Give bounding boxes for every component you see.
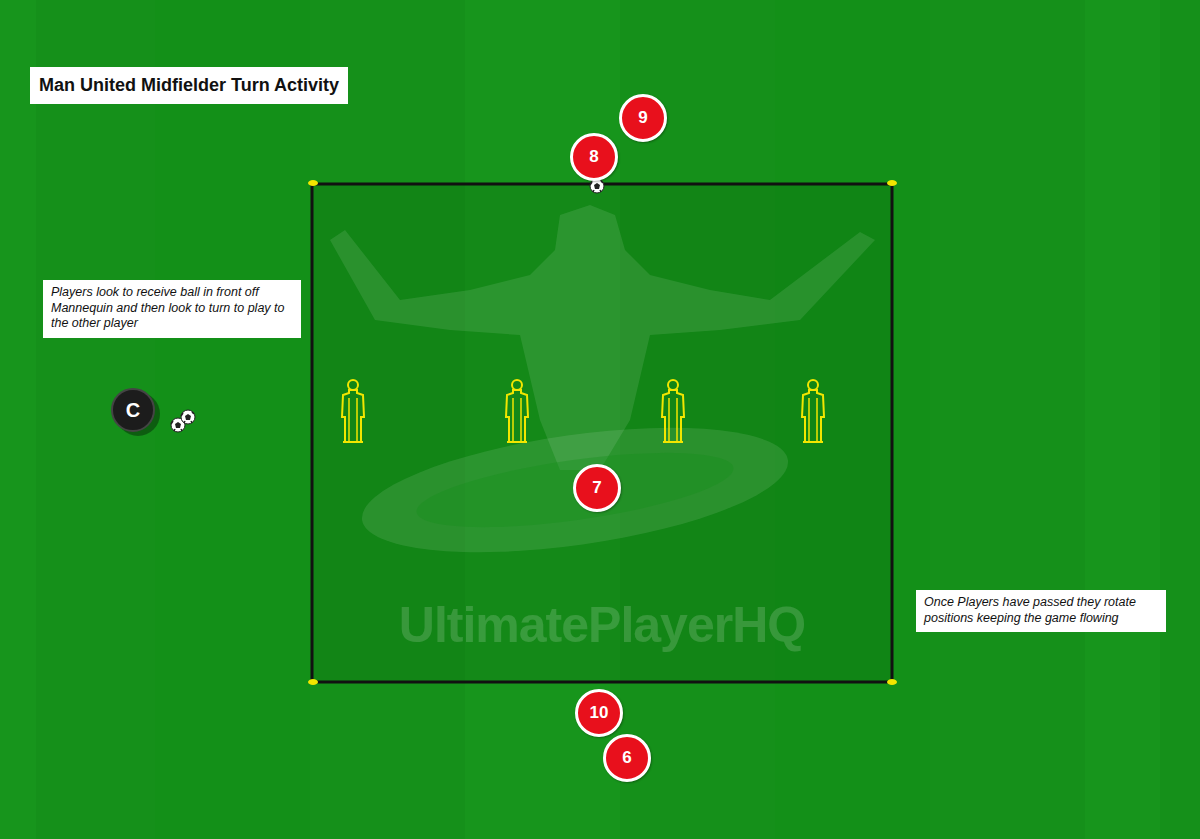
note-box: Once Players have passed they rotate pos…: [916, 590, 1166, 632]
player-circle: 7: [573, 464, 621, 512]
callout-number: 8: [589, 147, 598, 167]
coach-circle: C: [111, 388, 155, 432]
callout-number: C: [126, 399, 140, 422]
player-circle: 8: [570, 133, 618, 181]
note-text: Players look to receive ball in front of…: [51, 285, 285, 330]
player-circle: 9: [619, 94, 667, 142]
note-box: Players look to receive ball in front of…: [43, 280, 301, 338]
note-text: Once Players have passed they rotate pos…: [924, 595, 1136, 625]
watermark: UltimatePlayerHQ: [399, 596, 805, 654]
callout-number: 7: [592, 478, 601, 498]
callout-number: 6: [622, 748, 631, 768]
player-circle: 10: [575, 689, 623, 737]
title-box: Man United Midfielder Turn Activity: [30, 67, 348, 104]
player-circle: 6: [603, 734, 651, 782]
callout-number: 10: [590, 703, 609, 723]
callout-number: 9: [638, 108, 647, 128]
